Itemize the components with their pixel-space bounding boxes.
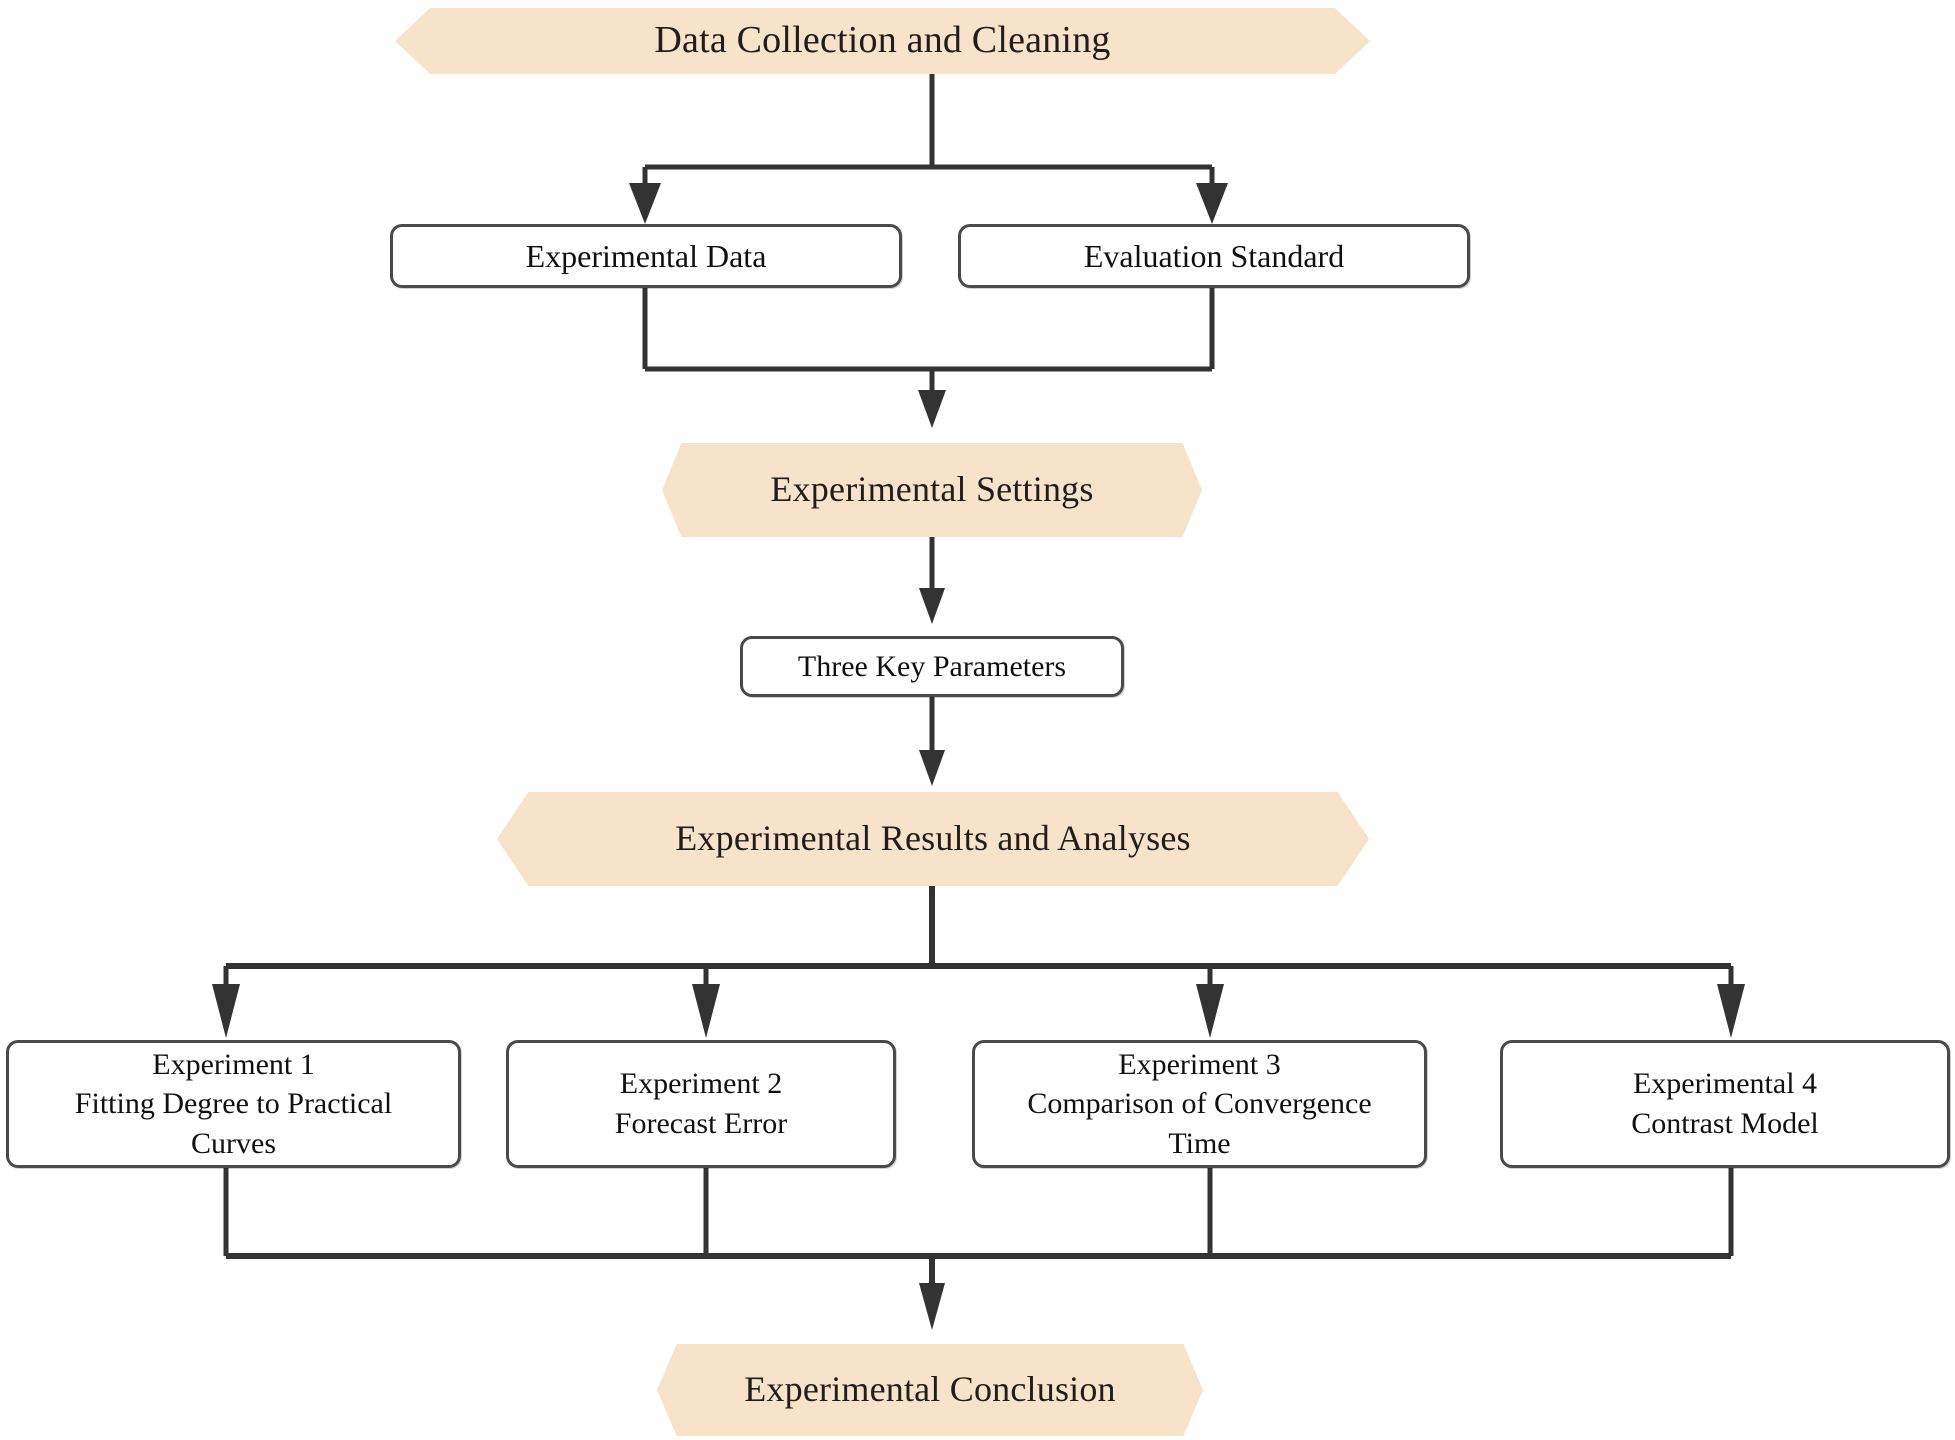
node-label: Three Key Parameters [797,649,1067,683]
node-experimental-data[interactable]: Experimental Data [390,224,902,288]
node-label: Evaluation Standard [1083,237,1345,274]
arrowhead-exp4 [1717,984,1745,1038]
node-label-line-2: Forecast Error [614,1107,788,1140]
arrowhead-exp1 [212,984,240,1038]
node-label-line-2: Fitting Degree to Practical [74,1087,393,1121]
node-experiment-3[interactable]: Experiment 3 Comparison of Convergence T… [972,1040,1427,1168]
node-label: Experimental Results and Analyses [675,818,1191,859]
node-experiment-1[interactable]: Experiment 1 Fitting Degree to Practical… [6,1040,461,1168]
arrowhead-exp3 [1196,984,1224,1038]
node-label-line-1: Experiment 1 [152,1047,315,1081]
node-label: Experimental Data [525,237,767,274]
node-experiment-4[interactable]: Experimental 4 Contrast Model [1500,1040,1950,1168]
node-experiment-2[interactable]: Experiment 2 Forecast Error [506,1040,896,1168]
node-evaluation-standard[interactable]: Evaluation Standard [958,224,1470,288]
node-three-key-parameters[interactable]: Three Key Parameters [740,636,1124,697]
arrowhead-results [919,750,945,786]
node-label-line-1: Experiment 2 [619,1067,783,1101]
arrowhead-exp-data [629,183,661,224]
arrowhead-settings [918,390,946,428]
node-label-line-1: Experiment 3 [1118,1047,1281,1081]
node-label-line-1: Experimental 4 [1632,1067,1818,1101]
node-experimental-settings[interactable]: Experimental Settings [662,443,1202,537]
node-label-line-3: Time [1168,1126,1231,1160]
node-experimental-results-and-analyses[interactable]: Experimental Results and Analyses [497,792,1369,886]
node-label-line-2: Comparison of Convergence [1027,1087,1372,1121]
node-label-line-3: Curves [191,1126,276,1160]
node-label: Experimental Conclusion [744,1369,1116,1410]
arrowhead-params [919,588,945,624]
arrowhead-eval-standard [1196,183,1228,224]
node-data-collection-and-cleaning[interactable]: Data Collection and Cleaning [395,8,1370,74]
node-experimental-conclusion[interactable]: Experimental Conclusion [657,1344,1203,1436]
arrowhead-conclusion [919,1283,945,1330]
node-label: Data Collection and Cleaning [654,19,1111,62]
node-label-line-2: Contrast Model [1631,1107,1819,1140]
arrowhead-exp2 [692,984,720,1038]
node-label: Experimental Settings [770,469,1094,510]
